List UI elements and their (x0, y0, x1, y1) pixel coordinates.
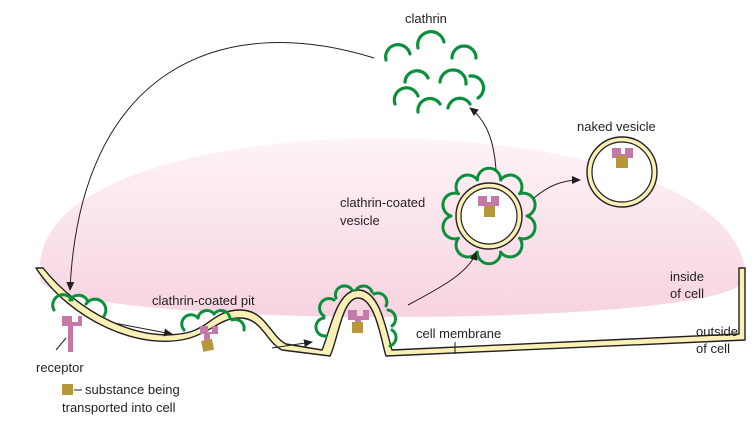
pit-arrow (113, 322, 173, 337)
clathrin-coat-arc (388, 328, 398, 348)
cell-membrane-label: cell membrane (416, 326, 501, 341)
coated-vesicle-label-2: vesicle (340, 213, 380, 228)
clathrin-coat-arc (212, 309, 232, 320)
clathrin-coat-arc (518, 214, 537, 241)
clathrin-coat-arc (230, 317, 246, 332)
clathrin-triskelion (446, 96, 472, 110)
clathrin-triskelion (416, 30, 446, 50)
to-naked-vesicle-arrow (533, 176, 581, 199)
vesicle-lumen (591, 141, 653, 203)
clathrin-coat-arc (386, 308, 397, 328)
clathrin-triskelion (403, 69, 430, 84)
coated-vesicle (441, 166, 537, 266)
clathrin-coat-ring (441, 166, 537, 266)
clathrin-coat-arc (441, 214, 460, 241)
clathrin-triskelion (438, 68, 468, 86)
invagination-arrow (271, 339, 313, 349)
receptor-protein (200, 326, 218, 344)
legend-label-1: substance being (85, 382, 180, 397)
stage-2-coated-pit (180, 309, 246, 352)
cell-membrane (35, 267, 746, 357)
clathrin-coat-arc (51, 293, 74, 312)
coated-vesicle-label-1: clathrin-coated (340, 195, 425, 210)
transported-substance (201, 338, 215, 352)
clathrin-cluster (384, 30, 486, 114)
clathrin-coat-arc (454, 173, 479, 196)
clathrin-coat-arc (518, 191, 537, 218)
legend-substance-swatch (62, 384, 73, 395)
legend-label-2: transported into cell (62, 400, 176, 415)
clathrin-triskelion (416, 96, 442, 114)
cytoplasm (40, 138, 745, 317)
clathrin-coat-arc (333, 284, 354, 300)
receptor-protein (348, 310, 369, 332)
transported-substance (484, 206, 495, 217)
clathrin-triskelion (468, 74, 486, 100)
coated-pit-label: clathrin-coated pit (152, 293, 255, 308)
clathrin-coat-arc (68, 293, 90, 304)
vesicle-formation-arrow (407, 251, 478, 306)
clathrin-coat-arc (372, 291, 389, 308)
clathrin-coat-arc (475, 166, 503, 182)
clathrin-coat-arc (354, 284, 374, 294)
receptor-protein (62, 316, 82, 352)
clathrin-label: clathrin (405, 11, 447, 26)
stage-3-invagination (314, 284, 398, 348)
naked-vesicle (586, 136, 658, 208)
clathrin-coat-arc (441, 191, 460, 218)
legend: substance being transported into cell (62, 382, 180, 415)
clathrin-coat-arc (196, 309, 216, 320)
transported-substance (616, 156, 628, 168)
clathrin-triskelion (392, 86, 420, 106)
clathrin-coat-arc (318, 297, 336, 318)
inside-of-cell-label-2: of cell (670, 286, 704, 301)
stage-1-coated-receptor (51, 293, 108, 352)
clathrin-triskelion (384, 43, 412, 62)
transported-substance (352, 322, 363, 333)
clathrin-coat-arc (180, 313, 200, 332)
clathrin-coat-arc (475, 250, 503, 266)
recycle-arrow (66, 42, 375, 291)
clathrin-triskelion (450, 44, 478, 60)
outside-of-cell-label-2: of cell (696, 341, 730, 356)
receptor-label: receptor (36, 360, 84, 375)
inside-of-cell-label-1: inside (670, 269, 704, 284)
clathrin-coat-arc (499, 236, 524, 259)
clathrin-coat-arc (499, 173, 524, 196)
receptor-pointer (55, 337, 67, 351)
clathrin-coat-arc (84, 297, 108, 318)
clathrin-coat-arc (314, 316, 328, 338)
outside-of-cell-label-1: outside (696, 324, 738, 339)
naked-vesicle-label: naked vesicle (577, 119, 656, 134)
uncoating-arrow (469, 107, 497, 171)
